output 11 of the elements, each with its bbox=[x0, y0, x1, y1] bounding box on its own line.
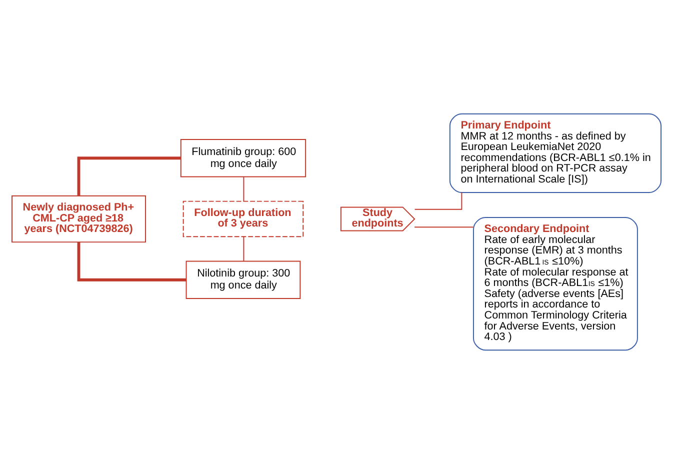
connector bbox=[77, 156, 181, 196]
node-box: Flumatinib group: 600 mg once daily bbox=[180, 138, 306, 178]
node-box: Nilotinib group: 300 mg once daily bbox=[186, 260, 301, 300]
node-box: Follow-up duration of 3 years bbox=[182, 200, 304, 238]
connector bbox=[243, 176, 244, 202]
node-box: Primary Endpoint MMR at 12 months - as defined by European LeukemiaNet 2020 recommendations (BCR-ABL1 ≤0.1% in peripheral blood on RT-PCR assay on International Scale [IS]) bbox=[449, 113, 662, 193]
node-box: Newly diagnosed Ph+ CML-CP aged ≥18 years (NCT04739826) bbox=[12, 195, 146, 243]
connector bbox=[77, 242, 186, 282]
connector bbox=[414, 226, 474, 228]
connector bbox=[243, 236, 244, 262]
connector bbox=[414, 192, 462, 210]
